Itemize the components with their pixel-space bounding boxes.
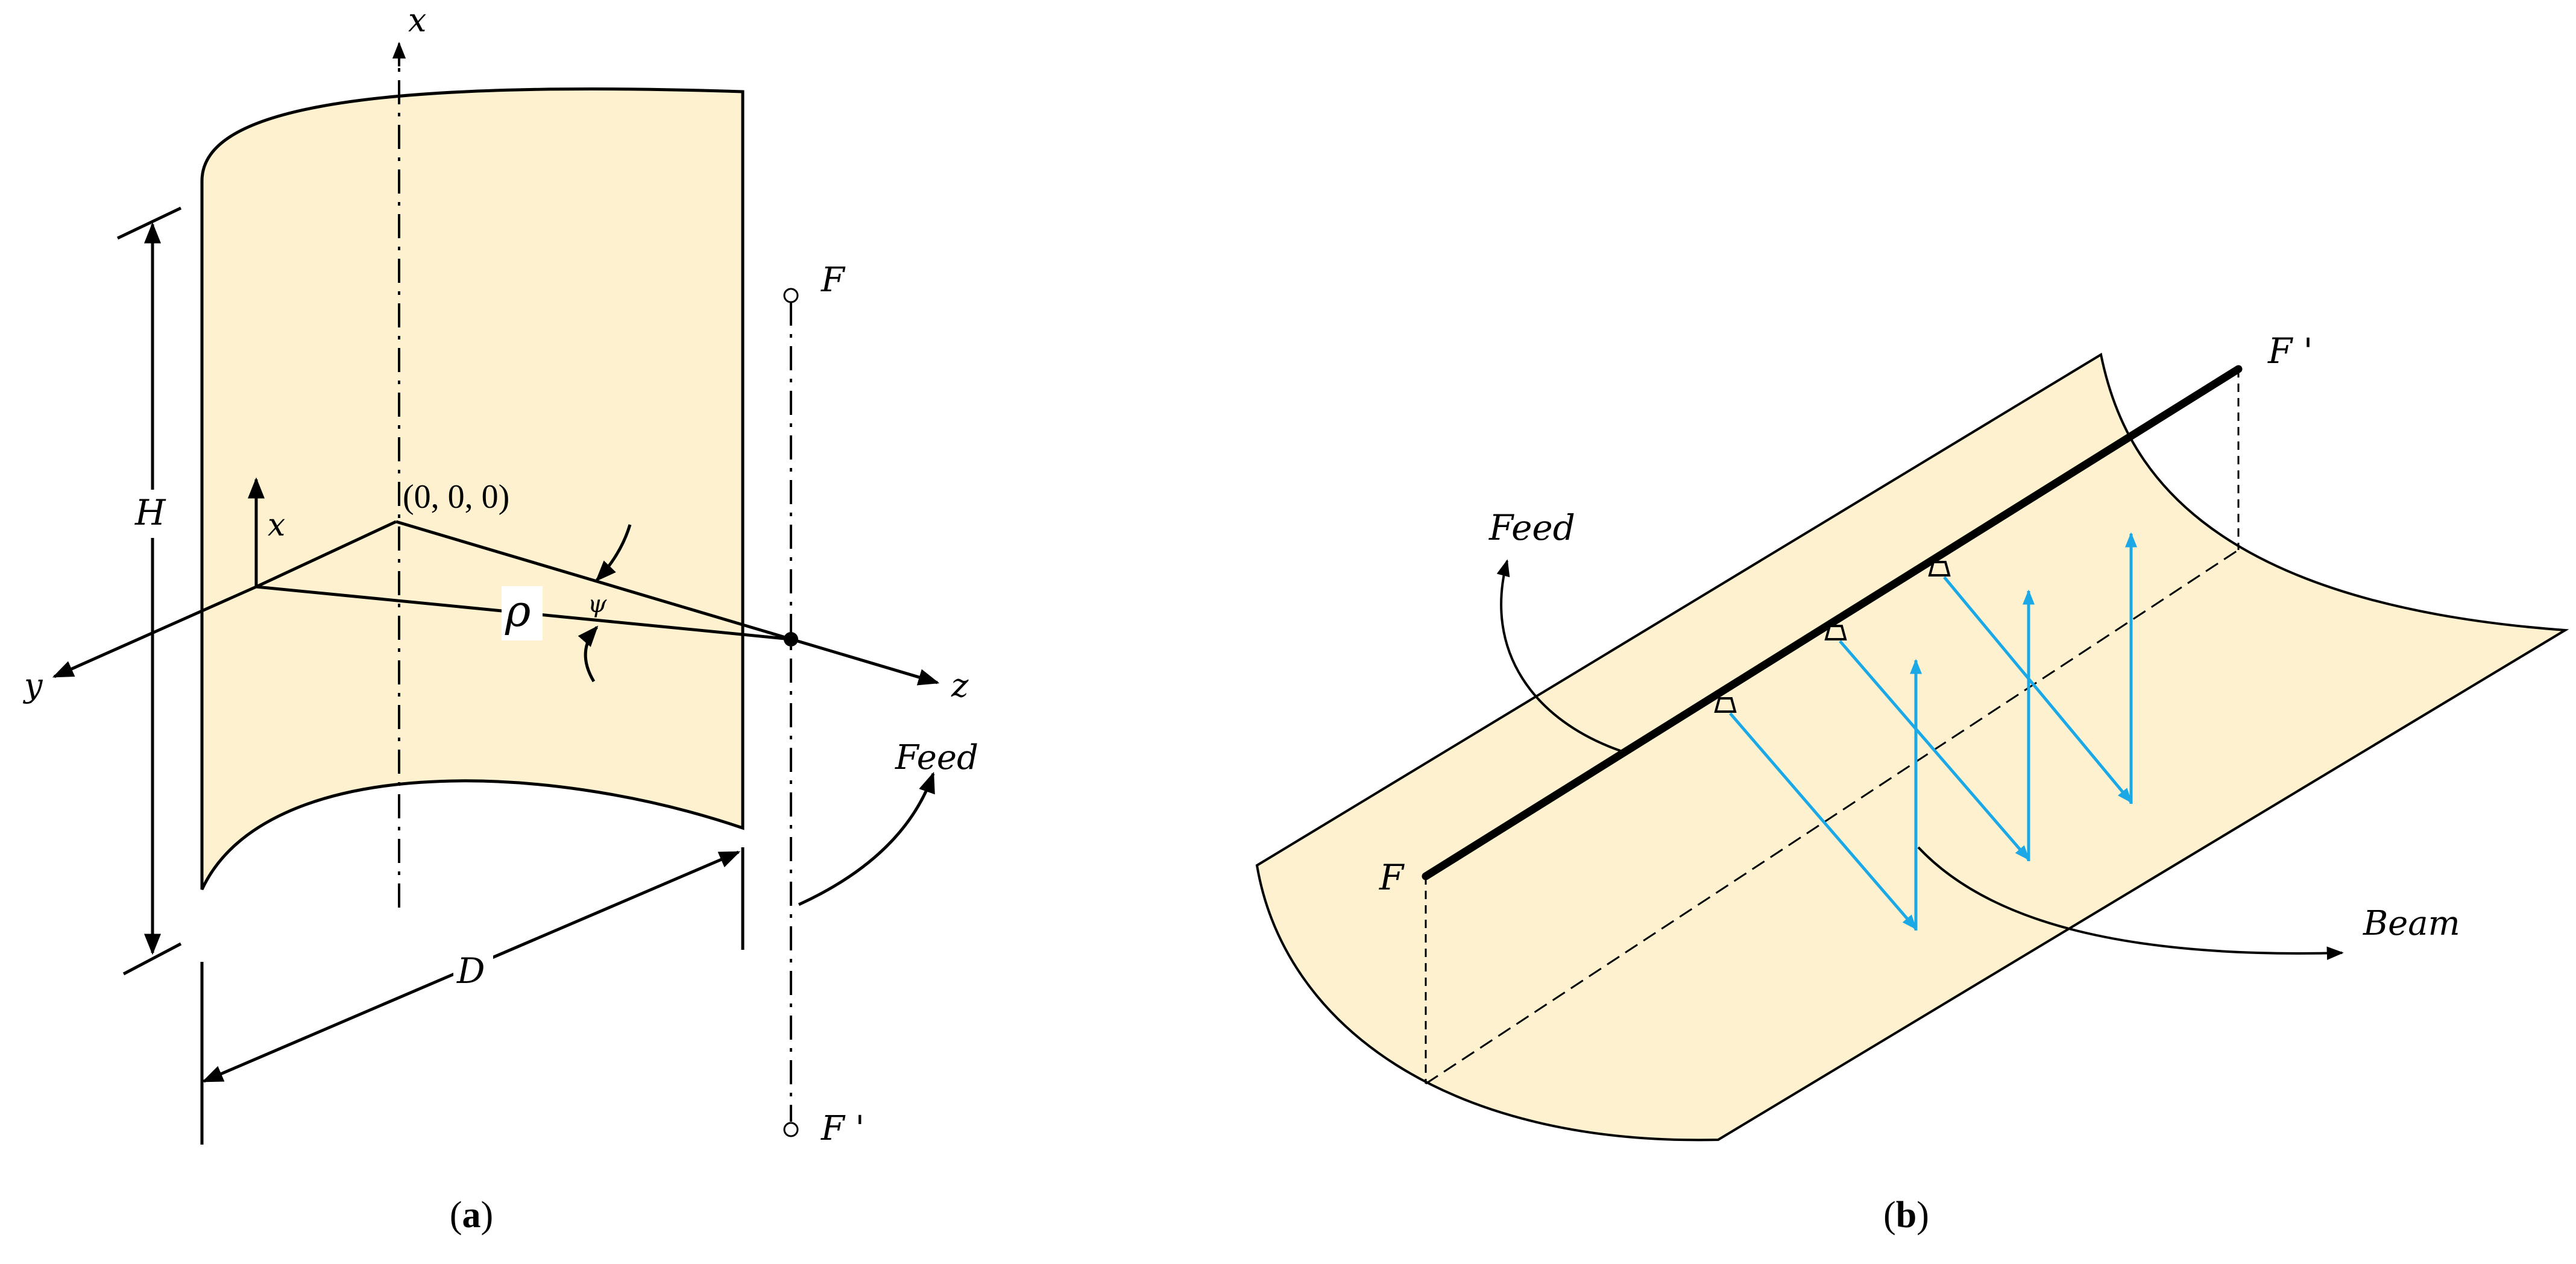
label-feed-b: Feed [1488,507,1575,548]
angle-arrow-upper [595,524,632,582]
panel-b: F F ' Feed Beam (b) [1255,330,2569,1236]
feed-arrow-b [1496,559,1621,752]
height-tick-top [116,206,182,240]
feed-arrow-a [798,771,935,906]
label-x-small: x [268,507,285,543]
label-z: z [951,666,969,704]
angle-arrow-lower [578,625,599,683]
label-focus-end: F ' [2267,330,2313,371]
z-axis [395,520,940,686]
label-rho: ρ [505,586,531,636]
height-tick-bottom [122,942,182,976]
focus-point-bottom [783,1122,799,1137]
panel-a: x F F ' H D y x z (0, 0, 0) ρ ψ [23,1,978,1236]
rho-label-bg [502,586,543,640]
feed-horn-3 [1928,561,1951,577]
focus-point-top [783,288,799,303]
label-beam: Beam [2363,904,2460,943]
caption-a: (a) [450,1195,493,1236]
beam-arrow [1917,846,2344,960]
focal-line-b [1422,365,2243,880]
feed-horn-1 [1714,697,1737,713]
label-feed-a: Feed [895,738,978,777]
label-focus-start: F [1379,857,1405,898]
height-label-bg [134,490,171,538]
label-y: y [23,666,43,704]
reflector-surface-a [200,87,745,891]
label-diameter: D [456,950,485,991]
beam-rays [1729,532,2137,931]
label-focus-top: F [820,261,846,300]
caption-b: (b) [1883,1195,1929,1236]
reflector-surface-b [1255,352,2569,1142]
label-psi: ψ [588,590,607,618]
label-height: H [134,492,166,533]
label-origin: (0, 0, 0) [403,478,509,516]
diameter-label-bg [453,950,493,993]
y-axis [52,585,257,678]
feed-horn-2 [1824,625,1847,640]
focus-point-center [784,632,798,646]
vertex-line [1425,549,2239,1085]
label-x-top: x [408,1,426,39]
label-focus-bottom: F ' [820,1109,864,1148]
origin-link [255,520,397,589]
